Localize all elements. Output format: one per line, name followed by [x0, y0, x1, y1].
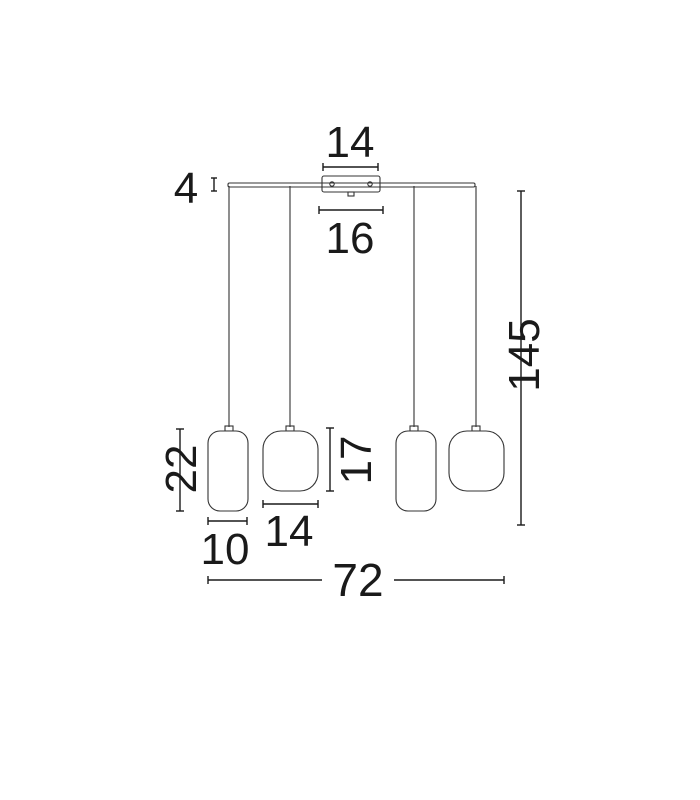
shade-tall-right [395, 425, 437, 512]
label-canopy-bottom-width: 16 [326, 214, 375, 263]
shade-round-left [262, 425, 319, 492]
dim-shade-width-round-line [262, 500, 319, 508]
shade-round-right [448, 425, 505, 492]
label-total-width: 72 [332, 554, 383, 606]
shade-tall-left [207, 425, 249, 512]
dim-bar-height-line [211, 177, 217, 192]
dim-shade-height-tall-line [176, 428, 184, 512]
dim-shade-height-round-line [326, 427, 334, 492]
label-canopy-top-width: 14 [326, 118, 375, 167]
label-bar-height: 4 [174, 164, 198, 213]
dim-shade-width-tall-line [207, 517, 248, 525]
suspension-cables [228, 186, 477, 427]
label-shade-height-tall: 22 [157, 445, 206, 494]
dim-total-width-line [207, 576, 505, 584]
dim-total-height-line [517, 190, 525, 526]
label-shade-width-round: 14 [265, 507, 314, 556]
canopy [321, 175, 381, 197]
label-total-height: 145 [500, 318, 549, 391]
dim-canopy-top-line [322, 163, 379, 171]
dim-canopy-bottom-line [318, 206, 384, 214]
ceiling-bar [227, 182, 476, 188]
label-shade-width-tall: 10 [201, 525, 250, 574]
label-shade-height-round: 17 [332, 436, 381, 485]
